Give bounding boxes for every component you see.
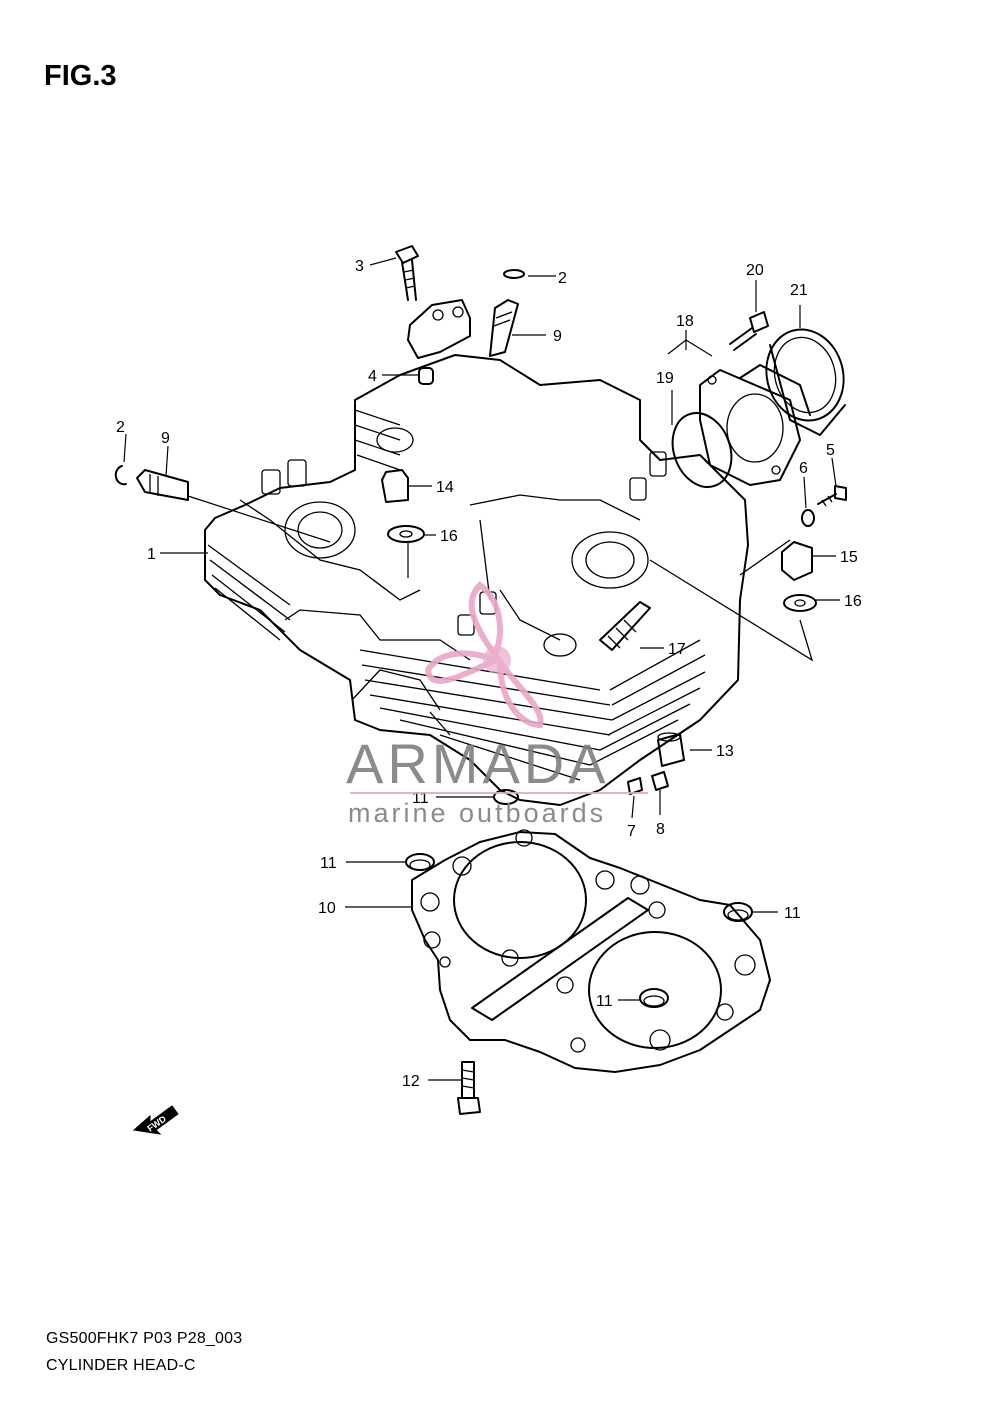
forward-arrow-icon: FWD bbox=[132, 1105, 179, 1135]
callout-11-a: 11 bbox=[412, 790, 429, 807]
callout-12: 12 bbox=[402, 1073, 420, 1090]
callout-9-left: 9 bbox=[161, 430, 170, 447]
diagram-name: CYLINDER HEAD-C bbox=[46, 1357, 196, 1374]
callout-5: 5 bbox=[826, 442, 835, 459]
callout-10: 10 bbox=[318, 900, 336, 917]
callout-13: 13 bbox=[716, 743, 734, 760]
spark-plug-17[interactable] bbox=[599, 601, 651, 651]
o-ring-19[interactable] bbox=[663, 405, 742, 496]
o-ring-11-d[interactable] bbox=[639, 988, 669, 1008]
callout-19: 19 bbox=[656, 370, 674, 387]
propeller-logo-icon bbox=[424, 581, 544, 729]
washer-16-left[interactable] bbox=[387, 525, 425, 543]
bolt-20[interactable] bbox=[729, 311, 769, 351]
callout-17: 17 bbox=[668, 641, 686, 658]
valve-guide-9-left[interactable] bbox=[136, 469, 189, 501]
callout-21: 21 bbox=[790, 282, 808, 299]
callout-11-b: 11 bbox=[320, 855, 337, 872]
clip-2-left[interactable] bbox=[114, 465, 127, 486]
callout-11-d: 11 bbox=[596, 993, 613, 1010]
callout-16-left: 16 bbox=[440, 528, 458, 545]
callout-labels: 1 2 2 3 4 5 6 7 8 9 9 10 11 11 11 11 12 … bbox=[116, 258, 862, 1090]
cap-nut-14[interactable] bbox=[381, 469, 409, 503]
dowel-13[interactable] bbox=[657, 732, 685, 767]
cylinder-head[interactable] bbox=[204, 354, 749, 806]
callout-7: 7 bbox=[627, 823, 636, 840]
model-code: GS500FHK7 P03 P28_003 bbox=[46, 1330, 243, 1347]
callout-15: 15 bbox=[840, 549, 858, 566]
callout-20: 20 bbox=[746, 262, 764, 279]
head-gasket-10[interactable] bbox=[411, 829, 771, 1073]
callout-2-left: 2 bbox=[116, 419, 125, 436]
cap-nut-15[interactable] bbox=[781, 541, 813, 581]
bolt-12[interactable] bbox=[457, 1061, 481, 1115]
callout-16-right: 16 bbox=[844, 593, 862, 610]
washer-6[interactable] bbox=[801, 509, 815, 527]
callout-3: 3 bbox=[355, 258, 364, 275]
screw-8[interactable] bbox=[651, 771, 669, 791]
callout-4: 4 bbox=[368, 368, 377, 385]
screw-7[interactable] bbox=[627, 777, 643, 795]
valve-guide-9-top[interactable] bbox=[489, 299, 519, 357]
callout-1: 1 bbox=[147, 546, 156, 563]
callout-6: 6 bbox=[799, 460, 808, 477]
watermark-tagline: marine outboards bbox=[348, 798, 606, 828]
callout-18: 18 bbox=[676, 313, 694, 330]
clip-2-top[interactable] bbox=[503, 269, 525, 279]
cam-holder[interactable] bbox=[407, 299, 471, 359]
callout-14: 14 bbox=[436, 479, 454, 496]
bolt-3[interactable] bbox=[395, 245, 419, 301]
washer-16-right[interactable] bbox=[783, 594, 817, 612]
dowel-4[interactable] bbox=[418, 367, 434, 385]
intake-pipe-18[interactable] bbox=[699, 364, 811, 486]
watermark-brand: ARMADA bbox=[346, 732, 610, 795]
bolt-5[interactable] bbox=[817, 485, 847, 507]
o-ring-11-b[interactable] bbox=[405, 853, 435, 871]
intake-hose-21[interactable] bbox=[756, 321, 853, 436]
callout-9-top: 9 bbox=[553, 328, 562, 345]
watermark: ARMADA marine outboards bbox=[346, 581, 648, 828]
callout-11-c: 11 bbox=[784, 905, 801, 922]
callout-8: 8 bbox=[656, 821, 665, 838]
leader-lines bbox=[123, 257, 840, 1081]
callout-2-top: 2 bbox=[558, 270, 567, 287]
figure-title: FIG.3 bbox=[44, 60, 117, 92]
